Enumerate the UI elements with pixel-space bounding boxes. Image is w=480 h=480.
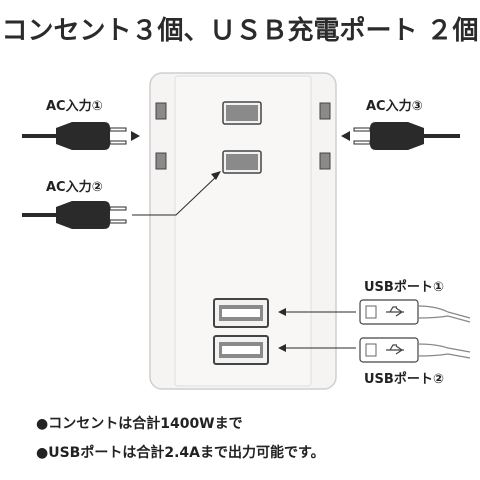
usb-plug-1	[359, 299, 471, 325]
side-socket-left-2	[155, 152, 167, 170]
page-title: コンセント３個、ＵＳＢ充電ポート ２個	[1, 16, 479, 46]
power-strip-top-panel	[174, 75, 312, 387]
arrow-ac1	[131, 131, 140, 141]
label-usb2: USBポート②	[364, 372, 444, 387]
ac-plug-2	[22, 201, 127, 229]
label-usb1: USBポート①	[364, 280, 444, 295]
connector-ac2	[132, 174, 219, 216]
usb-plug-2	[359, 337, 471, 363]
arrow-ac3	[341, 131, 350, 141]
label-ac1: AC入力①	[46, 99, 103, 114]
side-socket-right-1	[319, 102, 331, 120]
side-socket-left-1	[155, 102, 167, 120]
label-ac3: AC入力③	[366, 99, 423, 114]
side-socket-right-2	[319, 152, 331, 170]
arrow-usb2	[278, 344, 286, 352]
ac-plug-3	[353, 122, 460, 150]
ac-plug-1	[22, 122, 127, 150]
label-ac2: AC入力②	[46, 180, 103, 195]
note-usb: ●USBポートは合計2.4Aまで出力可能です。	[36, 445, 325, 461]
arrow-usb1	[278, 308, 286, 316]
note-outlet: ●コンセントは合計1400Wまで	[36, 416, 243, 432]
